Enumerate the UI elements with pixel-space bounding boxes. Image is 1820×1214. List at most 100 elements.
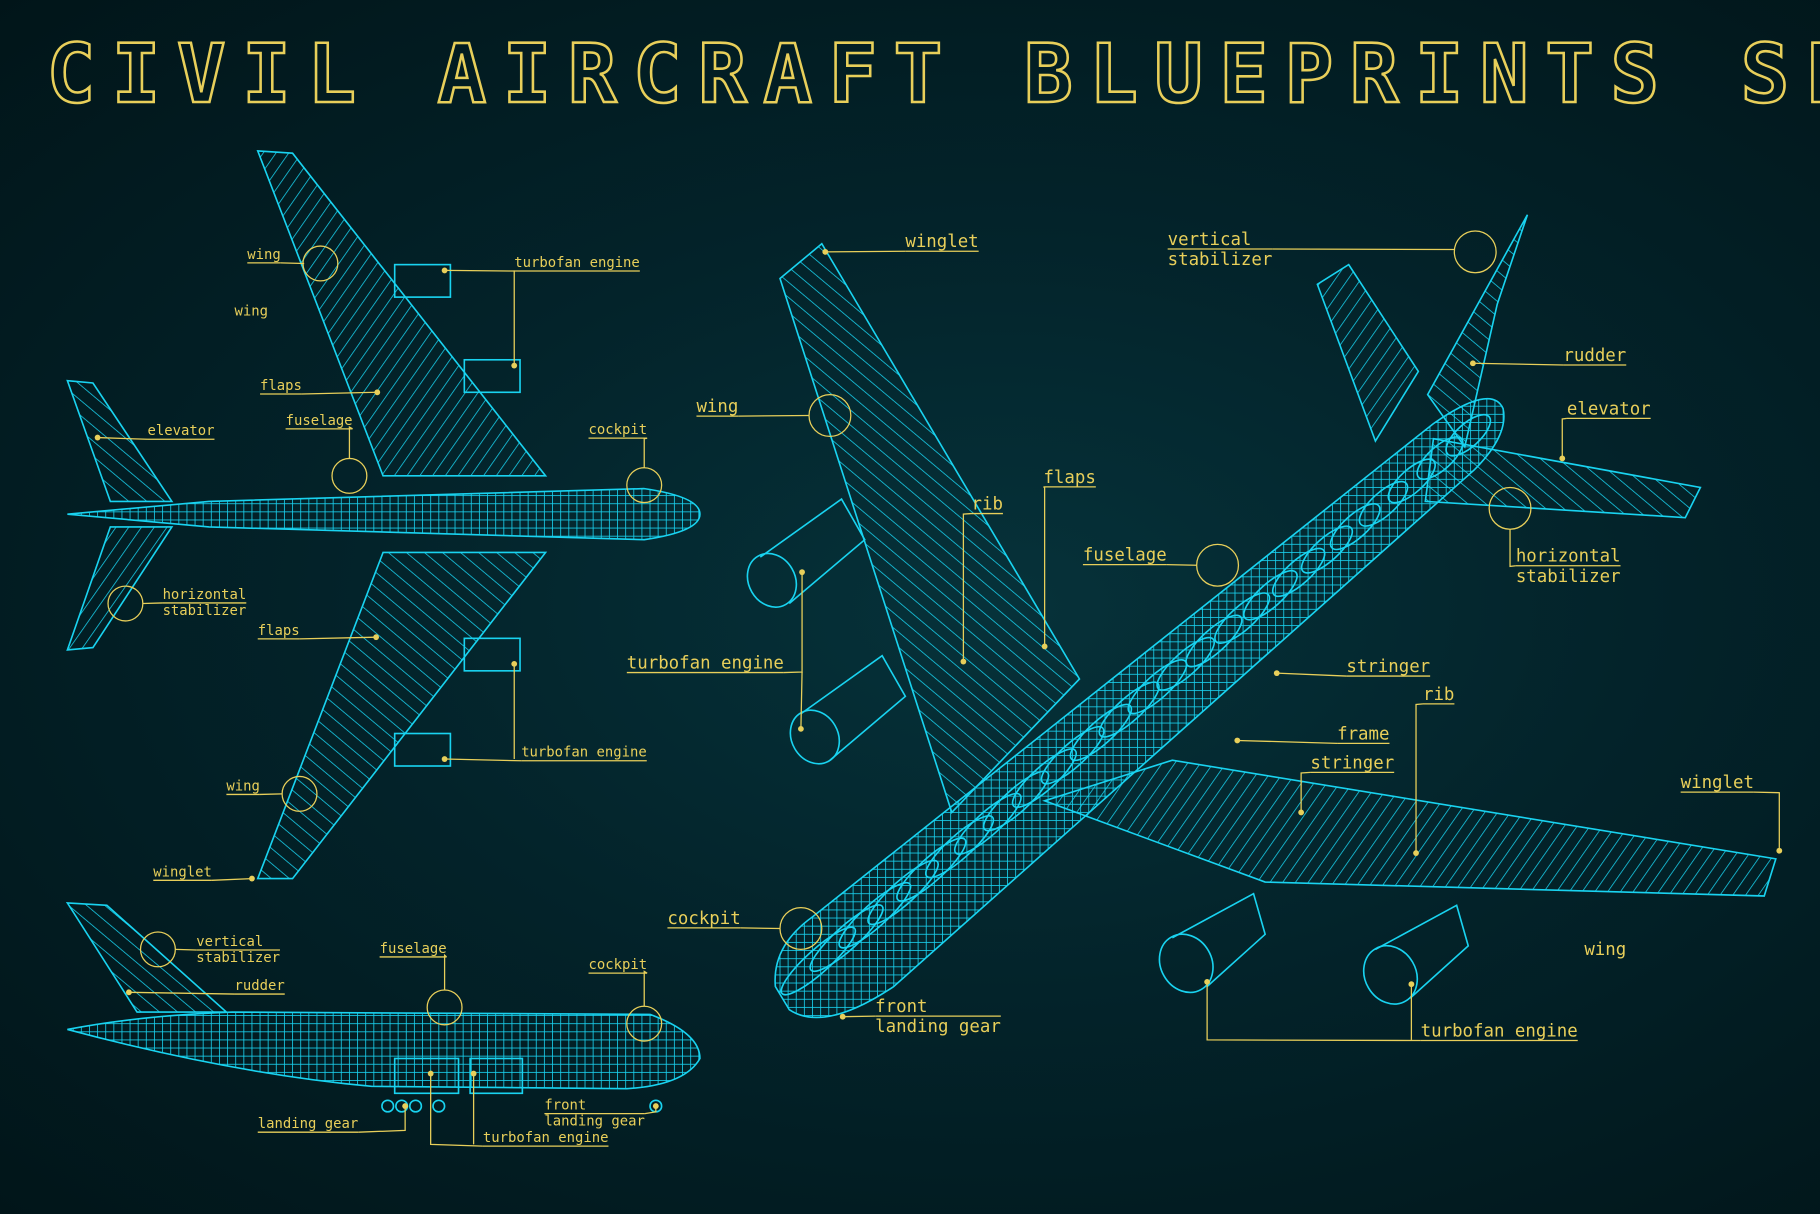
callout-leader [643,437,648,468]
callout: wing [226,775,318,812]
fuselage-frame [982,770,1050,832]
fuselage-frames [780,413,1492,996]
callout-dot [402,1103,409,1109]
callout-leader [175,948,197,951]
callout-label: turbofan engine [514,255,640,271]
fuselage-frame [1358,480,1409,527]
callout-circle [626,467,663,504]
fuselage-frame [1300,525,1354,574]
callout-dot [960,658,967,665]
callout-circle [331,457,368,494]
callout: wing [696,393,852,438]
callout-label: stabilizer [1516,567,1621,587]
callout-label: turbofan engine [521,745,647,761]
callout-dot [822,248,829,255]
callout-leader [97,436,148,440]
callout: winglet [1681,773,1783,854]
side-view-aircraft [65,902,701,1113]
callout-leader [1272,248,1455,251]
top-view-aircraft [66,149,701,880]
fuselage-frame [780,926,857,996]
callout: wing [1584,940,1626,960]
engine [393,1057,460,1095]
callout-label: wing [235,304,269,320]
fuselage-frame [1445,413,1492,457]
upper-wing [256,149,548,477]
callout-label: elevator [1567,399,1651,419]
callout: frame [1234,724,1389,744]
callout-label: vertical [1168,230,1252,250]
callout-label: wing [247,247,281,263]
callout-dot [839,1013,846,1020]
callout-dot [1041,643,1048,650]
callout-dot [1776,847,1783,854]
callout-leader [1237,739,1338,745]
callout-leader [259,793,283,796]
callout-leader [443,953,448,991]
callout-dot [470,1070,477,1077]
callout: turbofan engine [626,569,805,732]
lower-elevator [66,526,174,651]
callout-label: flaps [260,378,302,394]
callout-dot [1469,360,1476,367]
engine [463,637,521,672]
callout-label: rudder [235,978,285,994]
fuselage-frame [953,792,1022,855]
callout-label: wing [226,778,260,794]
callout-dot [427,1070,434,1077]
callout-leader [1753,791,1780,851]
callout-leader [444,758,522,762]
callout-leader [1509,529,1516,568]
callout-dot [511,362,518,369]
callout-dot [1408,981,1415,988]
callout-leader [1043,486,1046,647]
callout-label: front [544,1098,586,1114]
callout-leader [962,512,972,662]
fuselage-frame [1156,636,1216,691]
fuselage-frame [1040,725,1105,785]
fuselage-frame [1387,458,1436,504]
callout-label: front [875,997,927,1017]
callout-label: landing gear [258,1116,358,1132]
callout-leader [142,602,163,605]
callout-label: rudder [1563,346,1626,366]
landing-gear-wheels [381,1099,663,1113]
callout-dot [1204,978,1211,985]
callout: rib [960,495,1003,665]
callout-leader [299,636,377,640]
callout: turbofan engine [1204,978,1578,1041]
engine [393,263,452,298]
callout-label: cockpit [667,909,740,929]
lower-wing [256,551,548,880]
fuselage-frame [1329,503,1381,551]
fuselage-frame [809,904,884,973]
callout: winglet [822,232,979,255]
callout-label: stabilizer [163,603,247,619]
callout-circle [1453,230,1497,274]
callout-dot [373,634,380,641]
callout-label: turbofan engine [483,1130,609,1146]
callout-label: rib [972,495,1003,515]
callout: flaps [258,623,380,641]
callout: landing gear [258,1103,409,1133]
callout: turbofan engine [427,1070,609,1147]
callout-label: stabilizer [196,950,280,966]
fuselage-frame [1185,614,1243,668]
callout: turbofan engine [441,660,647,762]
callout: cockpit [589,957,663,1042]
callout-label: turbofan engine [627,654,784,674]
left-stabilizer [1316,263,1420,443]
callout: elevator [94,423,215,441]
callout-circle [139,931,176,968]
callout-dot [126,989,132,996]
callout-circle [107,585,144,622]
callout: fuselage [286,413,368,494]
callout-leader [842,1015,876,1018]
fuselage-frame [838,881,912,949]
callout-circle [1488,486,1532,530]
left-wing [779,242,1081,814]
